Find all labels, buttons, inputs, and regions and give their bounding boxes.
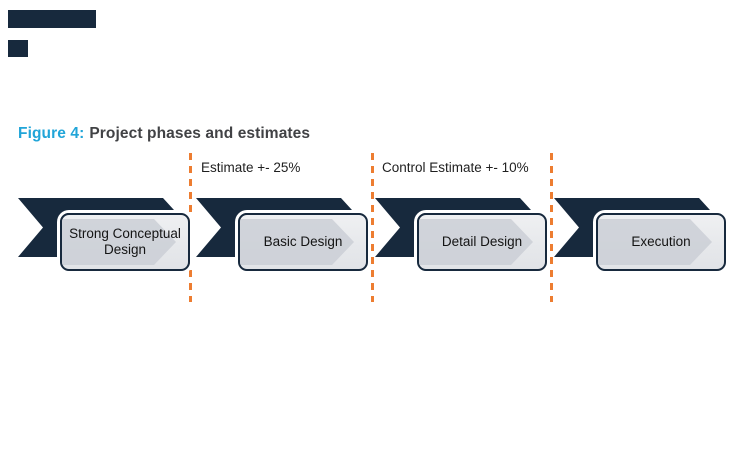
card-inner-chevron-shape bbox=[598, 219, 712, 265]
phase-execution: Execution bbox=[554, 198, 726, 271]
phase-detail-design: Detail Design bbox=[375, 198, 547, 271]
card-inner-chevron-shape bbox=[240, 219, 354, 265]
estimate-label-control: Control Estimate +- 10% bbox=[382, 160, 529, 175]
phase-label: Strong Conceptual Design bbox=[69, 225, 181, 257]
phase-card: Execution bbox=[596, 213, 726, 271]
divider-line-3 bbox=[550, 153, 553, 302]
phase-label: Detail Design bbox=[441, 233, 523, 249]
phase-strong-conceptual-design: Strong Conceptual Design bbox=[18, 198, 190, 271]
header-bar-decoration bbox=[8, 10, 96, 28]
phase-label: Basic Design bbox=[263, 233, 343, 249]
figure-caption-title: Project phases and estimates bbox=[89, 125, 311, 142]
phase-basic-design: Basic Design bbox=[196, 198, 368, 271]
card-inner-chevron-shape bbox=[419, 219, 533, 265]
card-inner-chevron-shape bbox=[62, 219, 176, 265]
figure-caption-number: Figure 4: bbox=[18, 125, 85, 142]
header-square-decoration bbox=[8, 40, 28, 57]
divider-line-1 bbox=[189, 153, 192, 302]
estimate-label-basic: Estimate +- 25% bbox=[201, 160, 301, 175]
phase-card: Strong Conceptual Design bbox=[60, 213, 190, 271]
phase-card: Basic Design bbox=[238, 213, 368, 271]
phase-card: Detail Design bbox=[417, 213, 547, 271]
figure-caption: Figure 4:Project phases and estimates bbox=[18, 125, 310, 143]
phase-label: Execution bbox=[631, 233, 691, 249]
divider-line-2 bbox=[371, 153, 374, 302]
